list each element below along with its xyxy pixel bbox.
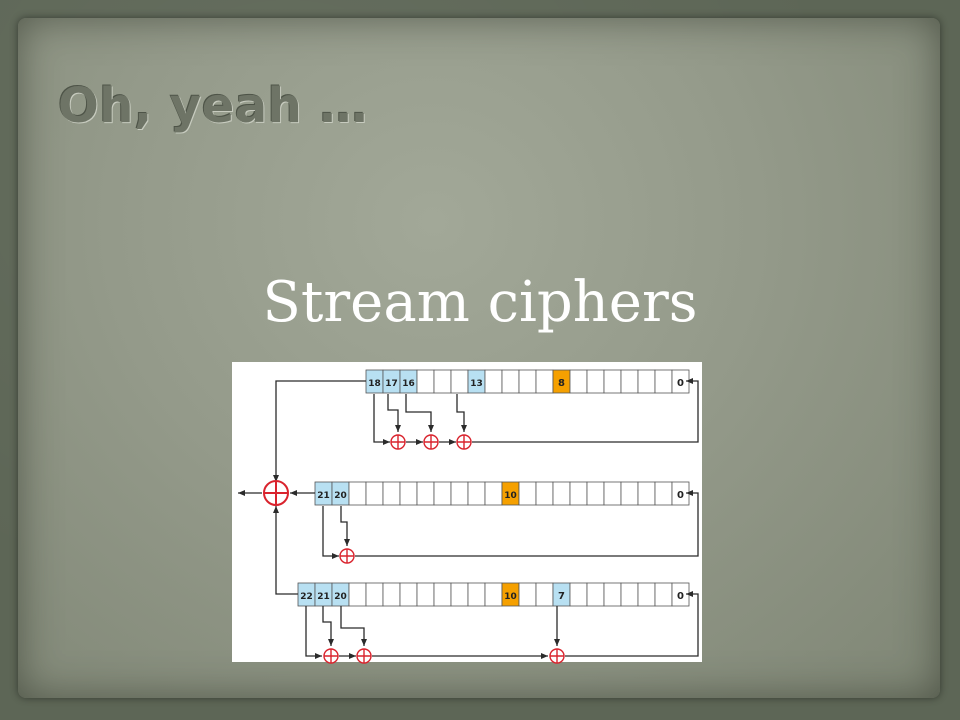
register-cell (518, 369, 537, 394)
diagram-background (232, 362, 702, 662)
register-cell (552, 481, 571, 506)
register-1-feedback-wires (273, 378, 699, 482)
register-cell (518, 481, 537, 506)
register-cell (518, 582, 537, 607)
register-cell (569, 369, 588, 394)
register-2: 21 20 10 0 (314, 481, 690, 506)
register-cell (620, 582, 639, 607)
xor-gates (263, 434, 565, 664)
register-cell (382, 582, 401, 607)
xor-gate (390, 434, 406, 450)
slide-subtitle: Stream ciphers (262, 270, 698, 335)
register-cell (569, 582, 588, 607)
register-cell (433, 369, 452, 394)
register-cell (620, 481, 639, 506)
register-cell (637, 481, 656, 506)
register-cell (450, 481, 469, 506)
register-cell (450, 582, 469, 607)
register-cell-label: 10 (504, 592, 517, 602)
register-cell-label: 16 (402, 379, 415, 389)
xor-gate (339, 548, 355, 564)
register-cell-label: 0 (677, 591, 684, 602)
register-cell-label: 7 (558, 591, 565, 602)
register-cell-label: 13 (470, 379, 483, 389)
xor-gate (323, 648, 339, 664)
register-cell (433, 582, 452, 607)
register-cell (586, 481, 605, 506)
slide-title: Oh, yeah … (58, 78, 369, 134)
xor-gate (263, 480, 289, 506)
register-cell-label: 10 (504, 491, 517, 501)
register-cell (467, 582, 486, 607)
register-cell (348, 582, 367, 607)
register-cell (586, 582, 605, 607)
register-3-feedback-wires (273, 506, 699, 659)
register-cell (348, 481, 367, 506)
register-cell-label: 21 (317, 491, 330, 501)
register-cell-label: 21 (317, 592, 330, 602)
xor-gate (356, 648, 372, 664)
register-cell (654, 582, 673, 607)
register-cell (484, 481, 503, 506)
register-cell-label: 17 (385, 379, 398, 389)
register-cell-label: 18 (368, 379, 381, 389)
register-cell (603, 369, 622, 394)
register-cell (501, 369, 520, 394)
register-cell (603, 582, 622, 607)
xor-gate (549, 648, 565, 664)
register-cell-label: 8 (558, 378, 565, 389)
register-cell-label: 22 (300, 592, 313, 602)
register-cell (399, 481, 418, 506)
register-cell (654, 369, 673, 394)
register-cell (654, 481, 673, 506)
register-cell (450, 369, 469, 394)
register-cell (416, 369, 435, 394)
xor-gate (456, 434, 472, 450)
register-2-feedback-wires (238, 490, 699, 559)
register-cell (365, 481, 384, 506)
register-cell (382, 481, 401, 506)
register-cell (535, 481, 554, 506)
register-cell (467, 481, 486, 506)
register-cell (535, 582, 554, 607)
register-cell-label: 0 (677, 378, 684, 389)
register-cell-label: 0 (677, 490, 684, 501)
register-cell (416, 582, 435, 607)
register-cell (535, 369, 554, 394)
register-cell (484, 369, 503, 394)
register-cell (416, 481, 435, 506)
register-cell (637, 369, 656, 394)
xor-gate (423, 434, 439, 450)
register-3: 22 21 20 10 7 0 (297, 582, 690, 607)
register-cell (433, 481, 452, 506)
register-cell (586, 369, 605, 394)
register-cell (399, 582, 418, 607)
register-cell (620, 369, 639, 394)
register-cell (484, 582, 503, 607)
register-cell (569, 481, 588, 506)
register-cell-label: 20 (334, 592, 347, 602)
register-cell (365, 582, 384, 607)
register-cell (637, 582, 656, 607)
register-cell (603, 481, 622, 506)
register-cell-label: 20 (334, 491, 347, 501)
register-1: 18 17 16 13 8 0 (365, 369, 690, 394)
